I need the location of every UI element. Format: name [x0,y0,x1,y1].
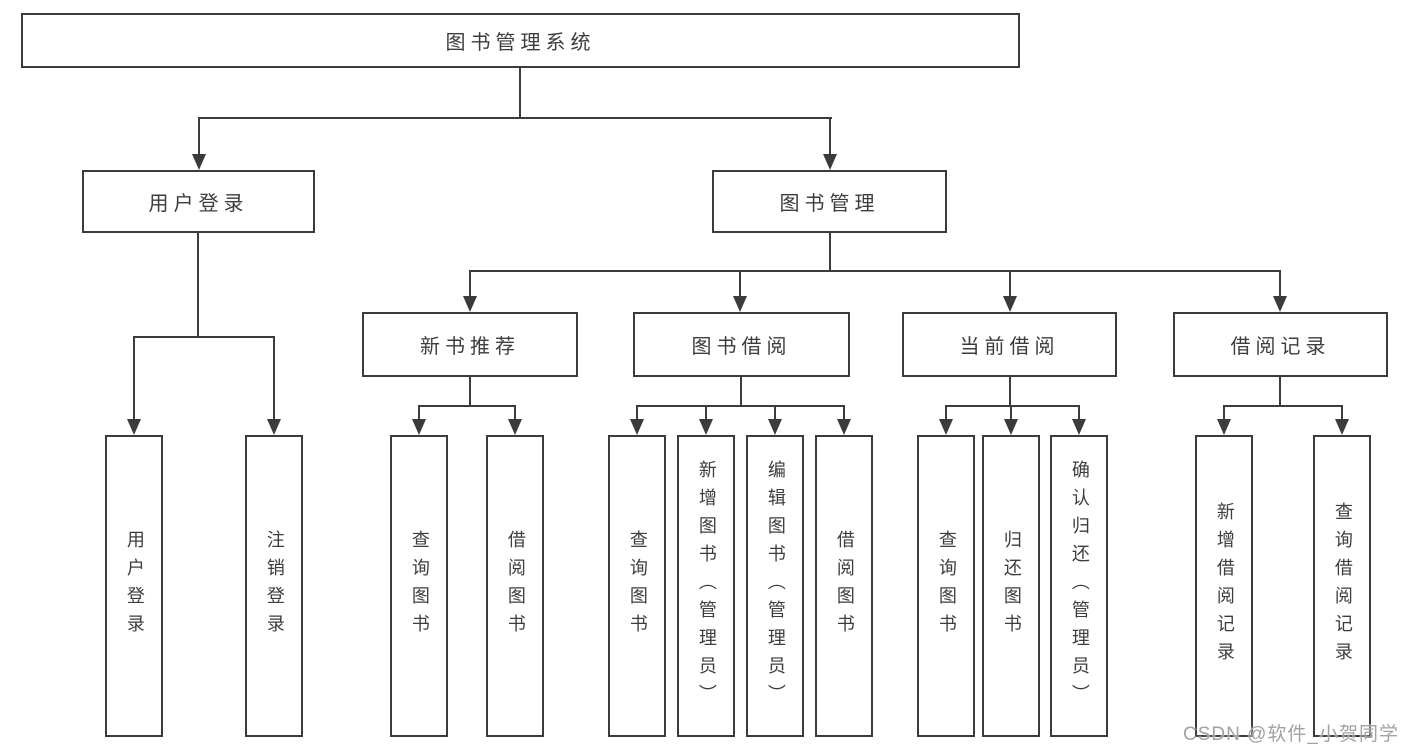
arrow-down-icon [823,117,837,170]
arrow-down-icon [1335,405,1349,435]
leaf-label: 编辑图书（管理员） [765,460,786,712]
connector-line [1223,405,1343,407]
leaf-borrow-books-recommend: 借阅图书 [486,435,544,737]
leaf-add-book-admin: 新增图书（管理员） [677,435,735,737]
leaf-label: 确认归还（管理员） [1069,460,1090,712]
leaf-label: 查询图书 [409,530,430,642]
node-root: 图书管理系统 [21,13,1020,68]
leaf-confirm-return-admin: 确认归还（管理员） [1050,435,1108,737]
node-new-book-recommend: 新书推荐 [362,312,578,377]
leaf-label: 注销登录 [264,530,285,642]
arrow-down-icon [1273,270,1287,312]
leaf-user-login: 用户登录 [105,435,163,737]
connector-line [197,231,199,336]
watermark: CSDN @软件_小贺同学 [1183,724,1399,745]
connector-line [945,405,1079,407]
leaf-label: 借阅图书 [505,530,526,642]
node-book-management: 图书管理 [712,170,947,233]
arrow-down-icon [1003,270,1017,312]
node-current-borrow: 当前借阅 [902,312,1117,377]
leaf-return-book: 归还图书 [982,435,1040,737]
node-borrow-records: 借阅记录 [1173,312,1388,377]
connector-line [1009,375,1011,407]
arrow-down-icon [267,336,281,435]
arrow-down-icon [1072,405,1086,435]
arrow-down-icon [1217,405,1231,435]
leaf-label: 查询借阅记录 [1332,502,1353,670]
leaf-label: 新增借阅记录 [1214,502,1235,670]
leaf-label: 用户登录 [124,530,145,642]
node-book-borrow: 图书借阅 [633,312,850,377]
connector-line [469,270,1281,272]
connector-line [469,375,471,407]
connector-line [1279,375,1281,407]
arrow-down-icon [699,405,713,435]
connector-line [740,375,742,407]
leaf-borrow-books: 借阅图书 [815,435,873,737]
connector-line [133,336,275,338]
node-user-login: 用户登录 [82,170,315,233]
arrow-down-icon [939,405,953,435]
arrow-down-icon [733,270,747,312]
arrow-down-icon [630,405,644,435]
arrow-down-icon [508,405,522,435]
leaf-label: 查询图书 [627,530,648,642]
connector-line [418,405,516,407]
leaf-label: 归还图书 [1001,530,1022,642]
arrow-down-icon [127,336,141,435]
arrow-down-icon [463,270,477,312]
leaf-label: 新增图书（管理员） [696,460,717,712]
leaf-query-books-borrow: 查询图书 [608,435,666,737]
arrow-down-icon [837,405,851,435]
arrow-down-icon [412,405,426,435]
leaf-query-books-current: 查询图书 [917,435,975,737]
leaf-label: 借阅图书 [834,530,855,642]
leaf-logout: 注销登录 [245,435,303,737]
connector-line [829,231,831,272]
leaf-edit-book-admin: 编辑图书（管理员） [746,435,804,737]
connector-line [519,68,521,118]
leaf-add-borrow-record: 新增借阅记录 [1195,435,1253,737]
leaf-query-books-recommend: 查询图书 [390,435,448,737]
arrow-down-icon [768,405,782,435]
connector-line [198,117,832,119]
leaf-label: 查询图书 [936,530,957,642]
connector-line [636,405,845,407]
arrow-down-icon [1004,405,1018,435]
leaf-query-borrow-record: 查询借阅记录 [1313,435,1371,737]
arrow-down-icon [192,117,206,170]
